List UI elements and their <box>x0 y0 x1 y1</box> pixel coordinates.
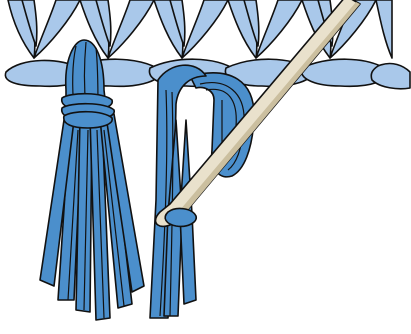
loop-on-hook <box>165 209 196 227</box>
